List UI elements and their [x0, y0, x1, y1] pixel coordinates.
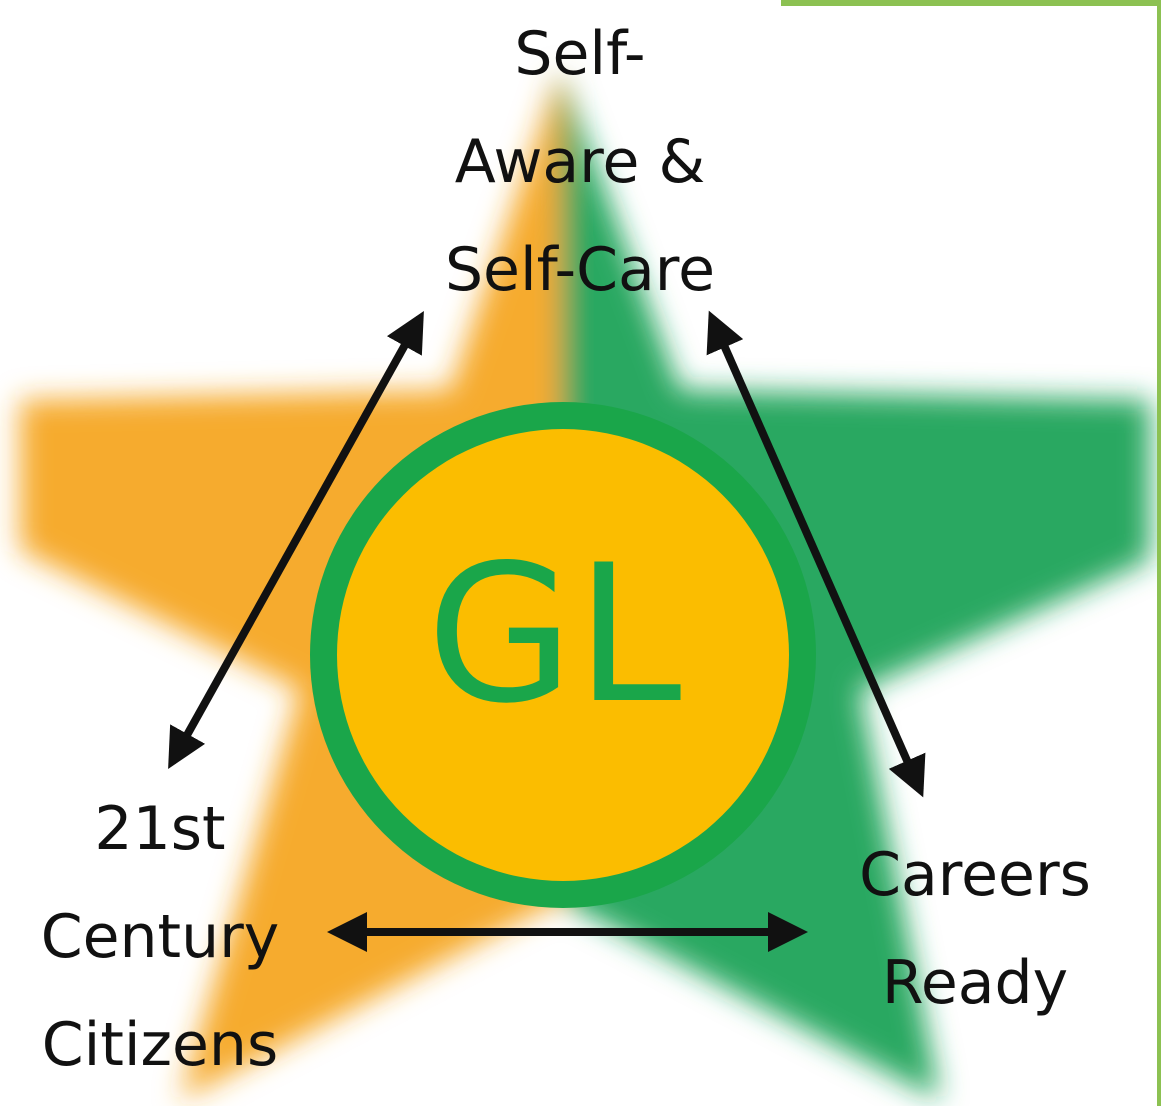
right-edge-accent-bar: [1157, 0, 1161, 1106]
logo-fill: [337, 429, 789, 881]
top-right-accent-bar: [781, 0, 1161, 6]
node-21st-century-label: 21st Century Citizens: [40, 794, 280, 1080]
node-self-aware-label: Self- Aware & Self-Care: [444, 19, 716, 305]
node-careers-ready-label: Careers Ready: [859, 840, 1091, 1018]
arrow-top-right: [706, 310, 926, 798]
logo-text: GL: [426, 524, 684, 745]
arrow-top-left: [168, 311, 424, 769]
